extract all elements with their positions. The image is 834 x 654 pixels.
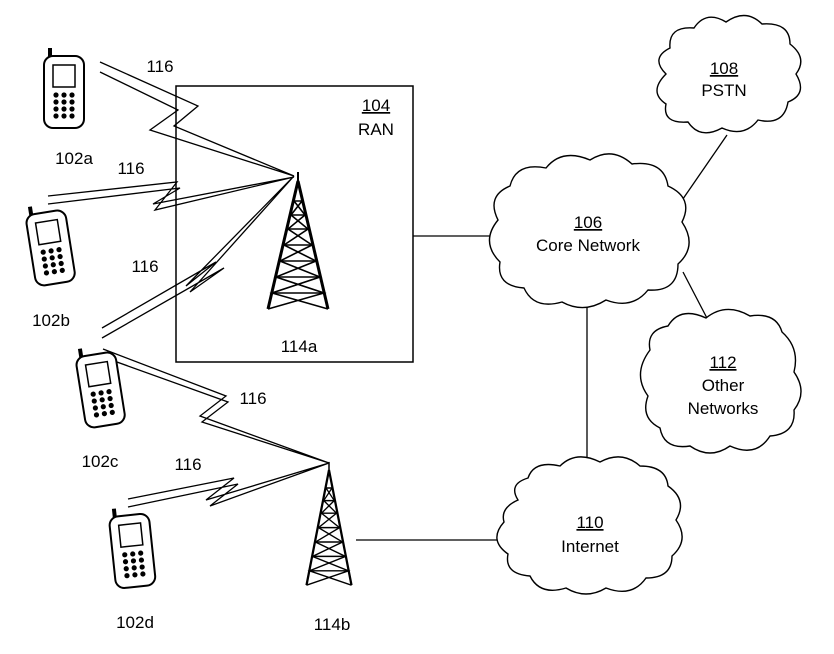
core-network-label: Core Network [536, 236, 640, 255]
internet-label: Internet [561, 537, 619, 556]
ran-label: RAN [358, 120, 394, 139]
phone-102a-icon [42, 46, 86, 130]
cloud-other-networks-icon [639, 308, 802, 454]
ran-number: 104 [362, 96, 390, 115]
phone-102d-icon [105, 503, 159, 591]
wireless-link-102b [47, 176, 295, 212]
other-networks-number: 112 [709, 353, 736, 372]
core-pstn-link [675, 134, 728, 210]
pstn-number: 108 [710, 59, 738, 78]
other-networks-label-line2: Networks [688, 399, 759, 418]
device-102d-label: 102d [116, 613, 154, 632]
air-interface-label-5: 116 [174, 455, 201, 474]
core-other-link [682, 271, 710, 323]
cloud-pstn-icon [656, 14, 802, 134]
air-interface-label-1: 116 [146, 57, 173, 76]
air-interface-label-4: 116 [239, 389, 266, 408]
air-interface-label-2: 116 [117, 159, 144, 178]
wireless-link-102c-114b [102, 348, 330, 464]
phone-102c-icon [71, 341, 129, 431]
cloud-core-network-icon [488, 153, 690, 309]
other-networks-label-line1: Other [702, 376, 745, 395]
device-102c-label: 102c [82, 452, 119, 471]
cloud-internet-icon [496, 456, 683, 595]
core-network-number: 106 [574, 213, 602, 232]
device-102b-label: 102b [32, 311, 70, 330]
air-interface-label-3: 116 [131, 257, 158, 276]
internet-number: 110 [576, 513, 603, 532]
wireless-link-102d [127, 462, 330, 508]
wireless-link-102c-114a [101, 175, 295, 339]
pstn-label: PSTN [701, 81, 746, 100]
device-102a-label: 102a [55, 149, 93, 168]
tower-114b-icon [305, 460, 353, 587]
ran-box [175, 85, 414, 363]
phone-102b-icon [21, 199, 79, 289]
tower-114b-label: 114b [314, 615, 351, 634]
tower-114a-label: 114a [281, 337, 318, 356]
wireless-link-102a [99, 61, 295, 177]
